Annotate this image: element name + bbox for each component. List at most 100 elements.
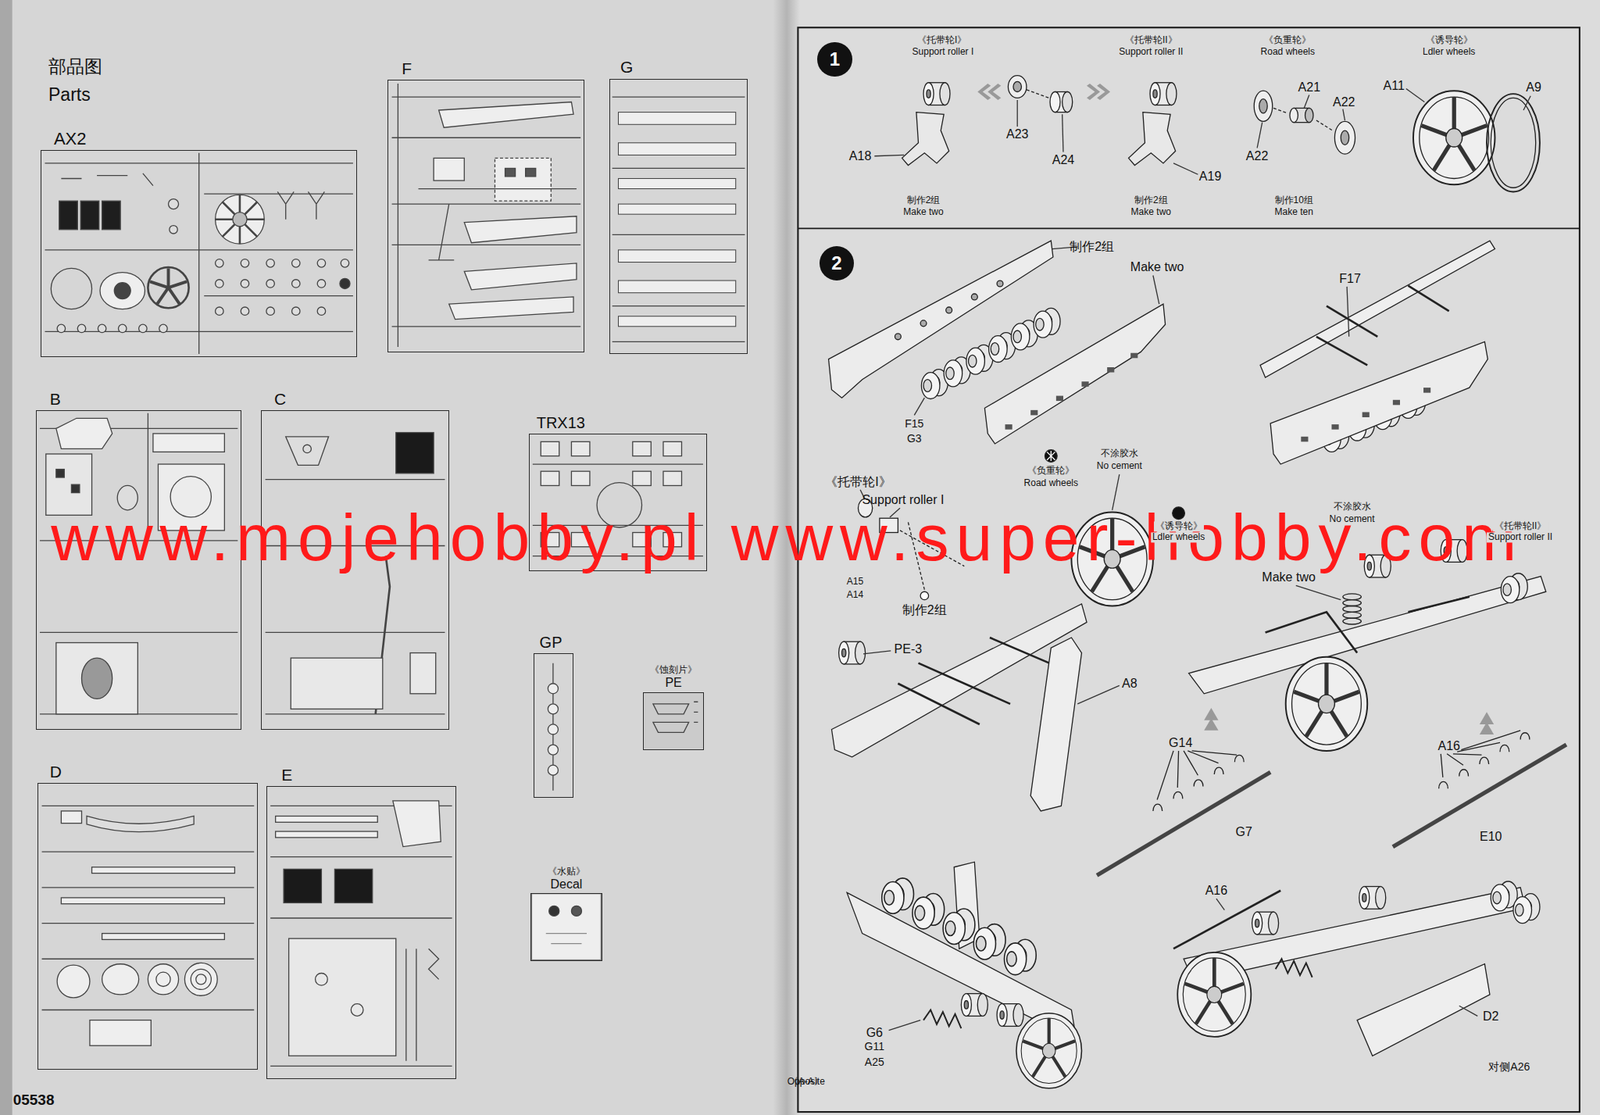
step-two-drawing xyxy=(894,280,1003,340)
sprue-drawing xyxy=(494,157,551,201)
sprue-heading: C xyxy=(274,389,286,409)
part-number: A11 xyxy=(1383,78,1405,93)
note-label: A14 xyxy=(846,589,864,600)
sprue-drawing xyxy=(56,417,113,449)
step-two-drawing xyxy=(942,908,975,944)
sprue-drawing xyxy=(397,83,399,347)
sprue-drawing xyxy=(612,167,746,169)
sprue-drawing xyxy=(168,281,188,288)
sprue-drawing xyxy=(215,194,265,244)
step-two-drawing xyxy=(1359,886,1386,910)
sprue-label: F xyxy=(401,59,412,79)
note-label: Ldler wheels xyxy=(1150,532,1207,543)
step-two-drawing xyxy=(1153,275,1160,305)
step-two-drawing xyxy=(1513,893,1540,924)
step-two-drawing xyxy=(1033,307,1061,338)
sprue-drawing xyxy=(632,471,652,486)
sprue-drawing xyxy=(618,178,736,189)
sprue-drawing xyxy=(150,267,187,304)
sprue-drawing xyxy=(265,713,446,715)
sprue-frame: E xyxy=(266,785,457,1079)
sprue-drawing xyxy=(147,267,189,308)
sprue-drawing xyxy=(56,469,65,478)
step-two-drawing xyxy=(1252,911,1279,935)
sprue-heading: G xyxy=(620,57,633,77)
step-two-drawing xyxy=(1016,1013,1083,1089)
step-two-drawing xyxy=(863,650,891,654)
step-two-drawing xyxy=(860,246,1478,1031)
page-title: 部品图 Parts xyxy=(48,52,116,109)
sprue-drawing xyxy=(169,225,178,234)
step-one-drawing xyxy=(1486,93,1540,192)
step-two-drawing xyxy=(1203,707,1218,731)
sprue-drawing xyxy=(405,948,407,1061)
sprue-drawing xyxy=(317,279,325,288)
note-label: Make two xyxy=(903,207,943,218)
sprue-label: C xyxy=(274,389,286,409)
part-number: D2 xyxy=(1482,1009,1499,1024)
sprue-drawing xyxy=(392,325,582,327)
sprue-frame: G xyxy=(609,78,749,355)
sprue-drawing xyxy=(114,282,131,300)
note-label: A25 xyxy=(864,1056,885,1068)
sprue-drawing xyxy=(547,724,558,735)
sprue-drawing xyxy=(618,280,736,293)
sprue-drawing xyxy=(612,305,746,307)
part-number: Make two xyxy=(1130,260,1184,275)
sprue-drawing xyxy=(60,173,154,186)
sprue-drawing xyxy=(340,259,349,268)
step-two-drawing xyxy=(1030,410,1038,416)
note-label: 《托带轮I》 xyxy=(917,35,967,47)
watermark: www.mojehobby.pl www.super-hobby.com xyxy=(50,501,1524,574)
sprue-drawing xyxy=(663,471,683,486)
note-label: 制作10组 xyxy=(1275,196,1314,207)
sprue-drawing xyxy=(392,203,582,204)
note-label: 制作2组 xyxy=(907,196,941,207)
sprue-drawing xyxy=(418,189,577,261)
part-number: E10 xyxy=(1479,829,1502,844)
sprue-frame: F xyxy=(387,79,585,353)
sprue-drawing xyxy=(549,905,560,916)
step-two-drawing xyxy=(1479,711,1494,735)
step-one-drawing xyxy=(1289,107,1298,122)
step-two-drawing xyxy=(1081,381,1089,387)
sprue-drawing xyxy=(612,234,746,236)
sprue-drawing xyxy=(618,250,736,263)
sprue-drawing xyxy=(540,471,560,486)
note-label: 《诱导轮》 xyxy=(1153,521,1204,532)
step-two-drawing xyxy=(1203,707,1494,735)
step-one-drawing xyxy=(1253,90,1273,122)
sprue-drawing xyxy=(42,922,255,924)
sprue-drawing xyxy=(415,948,417,1061)
sprue-drawing xyxy=(283,868,322,903)
part-number: A18 xyxy=(849,149,872,164)
sprue-drawing xyxy=(270,856,452,858)
note-label: 《诱导轮》 xyxy=(1425,35,1473,47)
step-two-drawing xyxy=(1342,606,1362,613)
sprue-drawing xyxy=(571,441,590,456)
sprue-drawing xyxy=(618,112,736,125)
part-number: PE-3 xyxy=(894,642,923,657)
sprue-drawing xyxy=(292,279,300,288)
sprue-drawing xyxy=(289,938,397,1056)
part-number: A24 xyxy=(1052,153,1075,168)
sprue-label: Decal xyxy=(547,877,586,892)
sprue-drawing xyxy=(157,287,168,304)
step-two-drawing xyxy=(894,333,901,340)
step-one-drawing xyxy=(1128,112,1176,166)
sprue-drawing xyxy=(215,279,224,288)
sprue-heading: 《水贴》Decal xyxy=(547,866,586,892)
part-number: Make two xyxy=(1261,571,1315,586)
sprue-drawing xyxy=(147,964,179,995)
sprue-drawing xyxy=(643,692,704,749)
part-number: A8 xyxy=(1121,676,1138,691)
sprue-drawing xyxy=(277,191,325,219)
sprue-drawing xyxy=(303,444,311,453)
sprue-drawing xyxy=(433,157,465,181)
step-two-drawing xyxy=(1193,779,1204,787)
note-label: Make ten xyxy=(1275,207,1314,218)
step-one-drawing xyxy=(874,89,1531,175)
note-label: No cement xyxy=(1096,460,1143,472)
step-one-drawing xyxy=(1150,82,1177,106)
